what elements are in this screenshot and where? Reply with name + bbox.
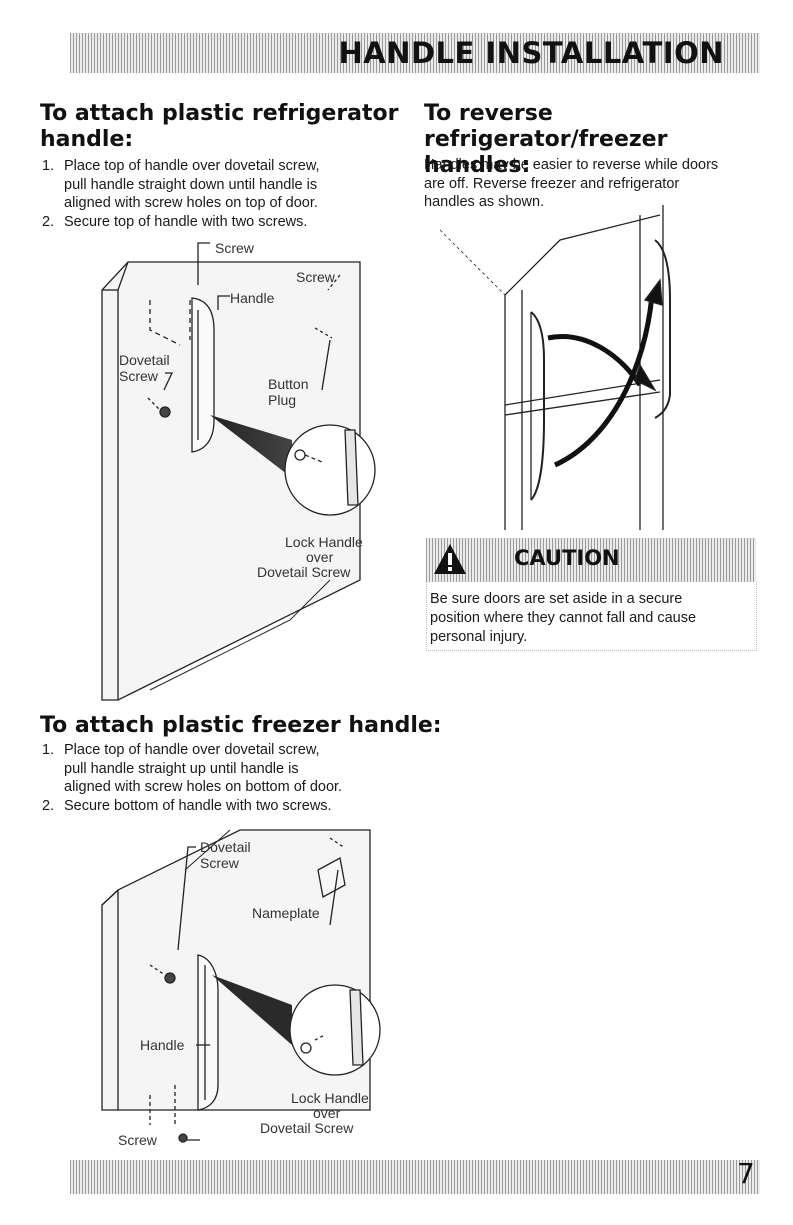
label-lock-over: over [313,1105,341,1121]
caution-box [426,582,757,651]
footer-bar [70,1160,760,1194]
caution-text: Be sure doors are set aside in a secure … [430,590,748,647]
label-lock-over: over [306,549,334,565]
label-handle: Handle [230,290,275,306]
section-title-refrigerator-handle: To attach plastic refrigerator handle: [40,101,399,153]
label-screw-top: Screw [215,240,255,256]
text-line: personal injury. [430,629,528,645]
step-line: Place top of handle over dovetail screw, [64,742,320,758]
refrigerator-steps: 1. Place top of handle over dovetail scr… [40,157,400,231]
label-button: Button [268,376,308,392]
label-lock-dovetail: Dovetail Screw [260,1120,354,1136]
label-lock-dovetail: Dovetail Screw [257,564,351,580]
title-line: To reverse refrigerator/freezer [424,101,668,152]
label-dovetail-screw: Screw [119,368,159,384]
step-line: aligned with screw holes on bottom of do… [64,779,343,795]
step-number: 1. [42,158,55,174]
label-lock-handle: Lock Handle [291,1090,369,1106]
list-item: 2. Secure bottom of handle with two scre… [40,797,420,816]
step-line: Place top of handle over dovetail screw, [64,158,320,174]
page-title: HANDLE INSTALLATION [338,36,724,70]
label-nameplate: Nameplate [252,905,320,921]
page-number: 7 [737,1157,755,1190]
warning-icon [434,544,466,574]
title-line: To attach plastic freezer handle: [40,713,442,738]
caution-bar: CAUTION [426,538,756,582]
label-dovetail-screw: Screw [200,855,240,871]
step-number: 2. [42,213,55,230]
step-line: Secure top of handle with two screws. [64,213,308,230]
step-line: pull handle straight down until handle i… [64,176,318,193]
reverse-instructions: Handles may be easier to reverse while d… [424,156,764,212]
step-line: aligned with screw holes on top of door. [64,195,318,211]
title-line: handles: [424,153,531,178]
header-bar: HANDLE INSTALLATION [70,33,760,73]
freezer-steps: 1. Place top of handle over dovetail scr… [40,741,420,815]
text-line: Handles may be easier to reverse while d… [424,157,719,173]
title-line: handle: [40,127,134,152]
title-line: To attach plastic refrigerator [40,101,399,126]
label-dovetail: Dovetail [119,352,170,368]
label-handle: Handle [140,1037,185,1053]
text-line: are off. Reverse freezer and refrigerato… [424,175,680,192]
text-line: handles as shown. [424,194,545,210]
label-plug: Plug [268,392,296,408]
section-title-freezer-handle: To attach plastic freezer handle: [40,713,442,739]
step-line: Secure bottom of handle with two screws. [64,797,332,814]
label-dovetail: Dovetail [200,839,251,855]
label-screw-right: Screw [296,269,336,285]
step-number: 1. [42,742,55,758]
label-lock-handle: Lock Handle [285,534,363,550]
section-title-reverse-handles: To reverse refrigerator/freezer handles: [424,101,793,179]
caution-title: CAUTION [514,546,620,570]
list-item: 2. Secure top of handle with two screws. [40,213,400,232]
label-screw: Screw [118,1132,158,1148]
text-line: Be sure doors are set aside in a secure [430,591,683,607]
step-number: 2. [42,797,55,814]
list-item: 1. Place top of handle over dovetail scr… [40,741,420,797]
step-line: pull handle straight up until handle is [64,760,299,777]
text-line: position where they cannot fall and caus… [430,610,697,626]
list-item: 1. Place top of handle over dovetail scr… [40,157,400,213]
